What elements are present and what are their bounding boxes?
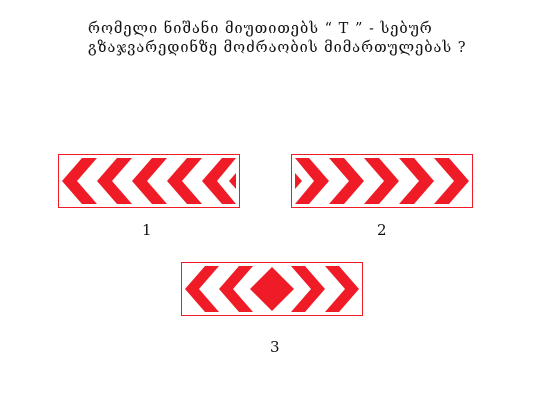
chevron-right-icon [364,158,399,204]
chevron-right-icon [329,158,364,204]
edge-fill [229,173,236,189]
edge-fill [295,173,302,189]
chevron-right-icon [295,158,329,204]
question-line-2: გზაჯვარედინზე მოძრაობის მიმართულებას ? [88,40,467,56]
diamond-icon [250,267,294,311]
chevron-right-icon [291,266,325,312]
chevron-right-icon [434,158,469,204]
chevron-left-icon [62,158,97,204]
sign-1-caption: 1 [142,221,152,239]
sign-chevrons-left[interactable] [58,154,240,208]
sign-chevrons-outward[interactable] [181,262,363,316]
chevron-left-icon [185,266,219,312]
chevron-left-icon [97,158,132,204]
chevron-left-icon [219,266,253,312]
sign-chevrons-right[interactable] [291,154,473,208]
question-line-1: რომელი ნიშანი მიუთითებს “ T ” - სებურ [88,21,433,37]
chevron-left-icon [202,158,236,204]
chevron-group [295,158,469,204]
chevron-right-icon [399,158,434,204]
chevron-right-icon [325,266,359,312]
sign-2-caption: 2 [377,221,387,239]
chevron-left-icon [167,158,202,204]
chevron-group [62,158,236,204]
chevron-left-icon [132,158,167,204]
chevron-group [185,266,359,312]
sign-3-caption: 3 [270,338,280,356]
question-text: რომელი ნიშანი მიუთითებს “ T ” - სებურ გზ… [88,20,508,58]
